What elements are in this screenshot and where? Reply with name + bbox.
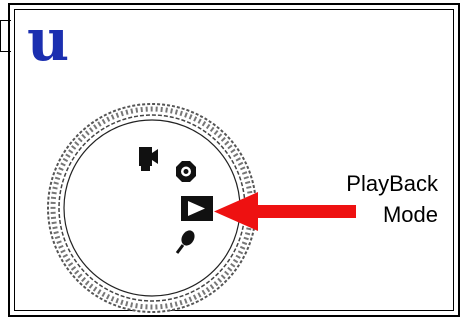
slide-frame-inner xyxy=(14,9,454,311)
movie-camera-icon xyxy=(139,147,158,171)
callout-arrow xyxy=(214,192,356,231)
dial-face xyxy=(63,119,241,297)
frame-stub xyxy=(0,20,11,52)
camera-icon xyxy=(176,161,196,182)
mode-dial xyxy=(47,103,257,313)
slide-frame xyxy=(8,3,460,317)
brand-logo: u xyxy=(27,6,70,74)
callout-label-line2: Mode xyxy=(382,202,438,227)
microphone-icon xyxy=(175,230,195,254)
callout-label-line1: PlayBack xyxy=(346,171,438,196)
playback-icon xyxy=(181,196,213,221)
